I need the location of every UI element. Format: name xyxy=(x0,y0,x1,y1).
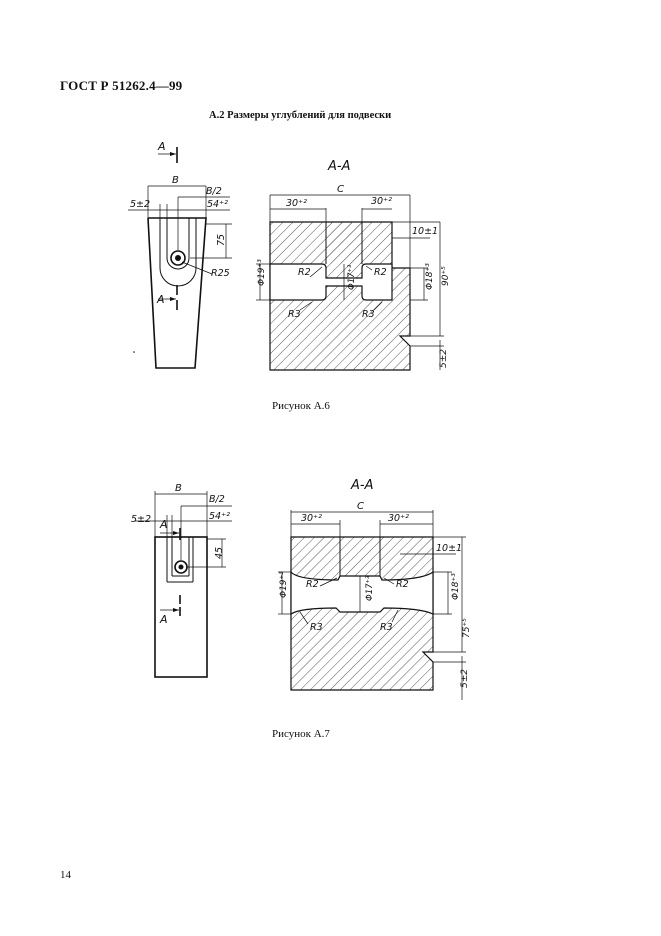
page-number: 14 xyxy=(60,869,71,881)
svg-text:5±2: 5±2 xyxy=(130,199,150,210)
svg-text:5±2: 5±2 xyxy=(131,514,151,525)
figure-a7-caption: Рисунок А.7 xyxy=(272,728,330,740)
svg-text:10±1: 10±1 xyxy=(436,543,462,554)
svg-text:30⁺²: 30⁺² xyxy=(301,513,322,524)
svg-text:30⁺²: 30⁺² xyxy=(371,196,392,207)
svg-text:5±2: 5±2 xyxy=(460,669,470,688)
cut-label-bottom: А xyxy=(156,293,165,306)
svg-text:Φ19⁺³: Φ19⁺³ xyxy=(279,571,289,598)
svg-text:C: C xyxy=(357,501,364,512)
svg-text:R3: R3 xyxy=(380,622,393,633)
svg-text:А: А xyxy=(159,613,168,626)
svg-text:90⁺⁵: 90⁺⁵ xyxy=(441,266,451,286)
svg-text:54⁺²: 54⁺² xyxy=(209,511,230,522)
figure-a7-drawing: А А B B/2 5±2 54⁺² 45 А-А C xyxy=(131,478,472,700)
svg-text:А-А: А-А xyxy=(350,478,373,493)
svg-text:B: B xyxy=(172,175,179,186)
svg-text:Φ19⁺³: Φ19⁺³ xyxy=(257,259,267,286)
svg-text:C: C xyxy=(337,184,344,195)
svg-text:30⁺²: 30⁺² xyxy=(388,513,409,524)
svg-text:Φ18⁺³: Φ18⁺³ xyxy=(451,573,461,600)
cut-mark-top: А xyxy=(157,140,178,163)
svg-text:R2: R2 xyxy=(298,267,311,278)
section-label: А-А xyxy=(327,159,350,174)
figure-a6-drawing: А А B B/2 5±2 54⁺² 75 xyxy=(128,140,451,371)
side-dims: B B/2 5±2 54⁺² 45 xyxy=(131,483,232,568)
svg-text:R25: R25 xyxy=(211,268,230,279)
section-view xyxy=(290,536,434,691)
svg-text:Φ18⁺³: Φ18⁺³ xyxy=(425,263,435,290)
svg-text:Φ17⁺³: Φ17⁺³ xyxy=(347,264,357,290)
svg-text:R3: R3 xyxy=(362,309,375,320)
svg-text:R3: R3 xyxy=(310,622,323,633)
svg-text:B: B xyxy=(175,483,182,494)
svg-text:45: 45 xyxy=(214,547,225,559)
svg-text:А: А xyxy=(159,518,168,531)
standard-number: ГОСТ Р 51262.4—99 xyxy=(60,78,183,93)
section-dims: C 30⁺² 30⁺² 10±1 Φ19⁺³ Φ17⁺³ Φ18⁺³ 75⁺⁵ … xyxy=(278,501,472,700)
figure-a6-caption: Рисунок А.6 xyxy=(272,400,330,412)
svg-text:R2: R2 xyxy=(306,579,319,590)
svg-text:10±1: 10±1 xyxy=(412,226,438,237)
svg-text:30⁺²: 30⁺² xyxy=(286,198,307,209)
svg-text:R3: R3 xyxy=(288,309,301,320)
svg-text:B/2: B/2 xyxy=(206,186,222,197)
svg-text:75⁺⁵: 75⁺⁵ xyxy=(462,618,472,638)
svg-text:75: 75 xyxy=(216,234,227,246)
side-dims: B B/2 5±2 54⁺² 75 R25 xyxy=(128,175,232,279)
section-view xyxy=(269,221,411,371)
section-title: А.2 Размеры углублений для подвески xyxy=(209,110,392,121)
cut-label-top: А xyxy=(157,140,166,153)
svg-text:B/2: B/2 xyxy=(209,494,225,505)
svg-text:5±2: 5±2 xyxy=(439,349,449,368)
section-dims: C 30⁺² 30⁺² 10±1 Φ19⁺³ Φ17⁺³ Φ18⁺³ 90⁺⁵ … xyxy=(256,184,451,370)
svg-text:Φ17⁺³: Φ17⁺³ xyxy=(365,575,375,601)
svg-text:54⁺²: 54⁺² xyxy=(207,199,228,210)
side-view: А xyxy=(133,217,207,369)
svg-text:R2: R2 xyxy=(374,267,387,278)
svg-text:R2: R2 xyxy=(396,579,409,590)
